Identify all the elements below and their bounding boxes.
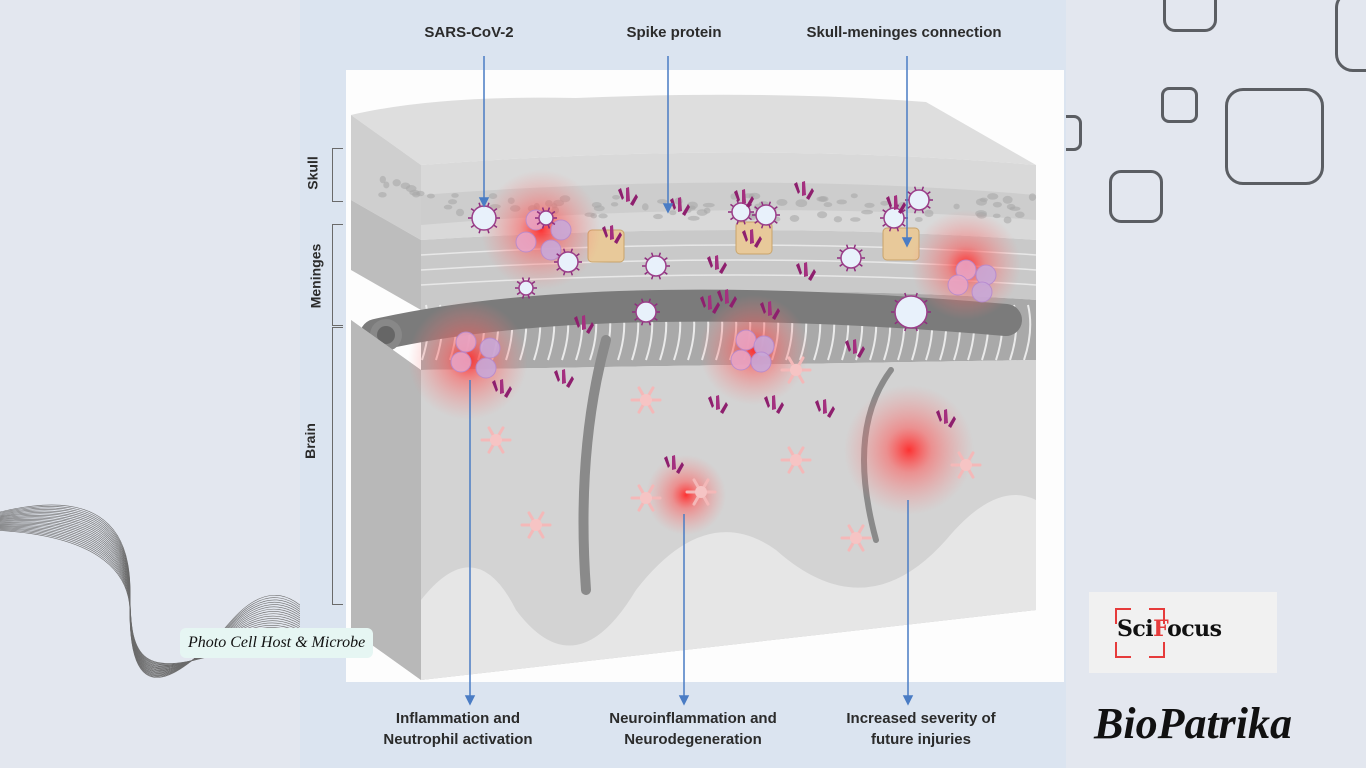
label-line: Neuroinflammation and <box>609 708 777 729</box>
decorative-square <box>1163 0 1217 32</box>
bracket-skull <box>332 148 343 202</box>
photo-credit: Photo Cell Host & Microbe <box>180 628 373 658</box>
label-line: Increased severity of <box>846 708 995 729</box>
label-line: Neurodegeneration <box>609 729 777 750</box>
neutrophil <box>736 330 756 350</box>
label-meninges: Meninges <box>307 244 323 309</box>
neutrophil <box>972 282 992 302</box>
label-neuroinflammation: Neuroinflammation and Neurodegeneration <box>609 708 777 750</box>
label-spike-protein: Spike protein <box>626 24 721 41</box>
decorative-square <box>1109 170 1163 223</box>
scifocus-logo: SciFocus <box>1089 592 1277 673</box>
label-skull-meninges-connection: Skull-meninges connection <box>806 24 1001 41</box>
label-line: Inflammation and <box>383 708 532 729</box>
neutrophil <box>480 338 500 358</box>
neutrophil <box>476 358 496 378</box>
label-sars-cov-2: SARS-CoV-2 <box>424 24 513 41</box>
bracket-meninges <box>332 224 343 326</box>
label-inflammation: Inflammation and Neutrophil activation <box>383 708 532 750</box>
neutrophil <box>516 232 536 252</box>
neutrophil <box>948 275 968 295</box>
neutrophil <box>456 332 476 352</box>
label-injuries: Increased severity of future injuries <box>846 708 995 750</box>
inflammation-glow <box>844 385 974 515</box>
biopatrika-logo: BioPatrika <box>1094 698 1292 749</box>
decorative-square <box>1335 0 1366 72</box>
neutrophil <box>731 350 751 370</box>
neutrophil <box>541 240 561 260</box>
decorative-square <box>1161 87 1198 123</box>
bracket-brain <box>332 327 343 605</box>
inflammation-glow <box>481 170 601 290</box>
label-skull: Skull <box>305 156 321 189</box>
brain-meninges-illustration <box>346 70 1064 682</box>
neutrophil <box>751 352 771 372</box>
inflammation-glow <box>646 455 726 535</box>
scifocus-wordmark: SciFocus <box>1117 616 1222 642</box>
neutrophil <box>451 352 471 372</box>
decorative-square <box>1225 88 1324 185</box>
label-brain: Brain <box>302 423 318 459</box>
label-line: future injuries <box>846 729 995 750</box>
label-line: Neutrophil activation <box>383 729 532 750</box>
